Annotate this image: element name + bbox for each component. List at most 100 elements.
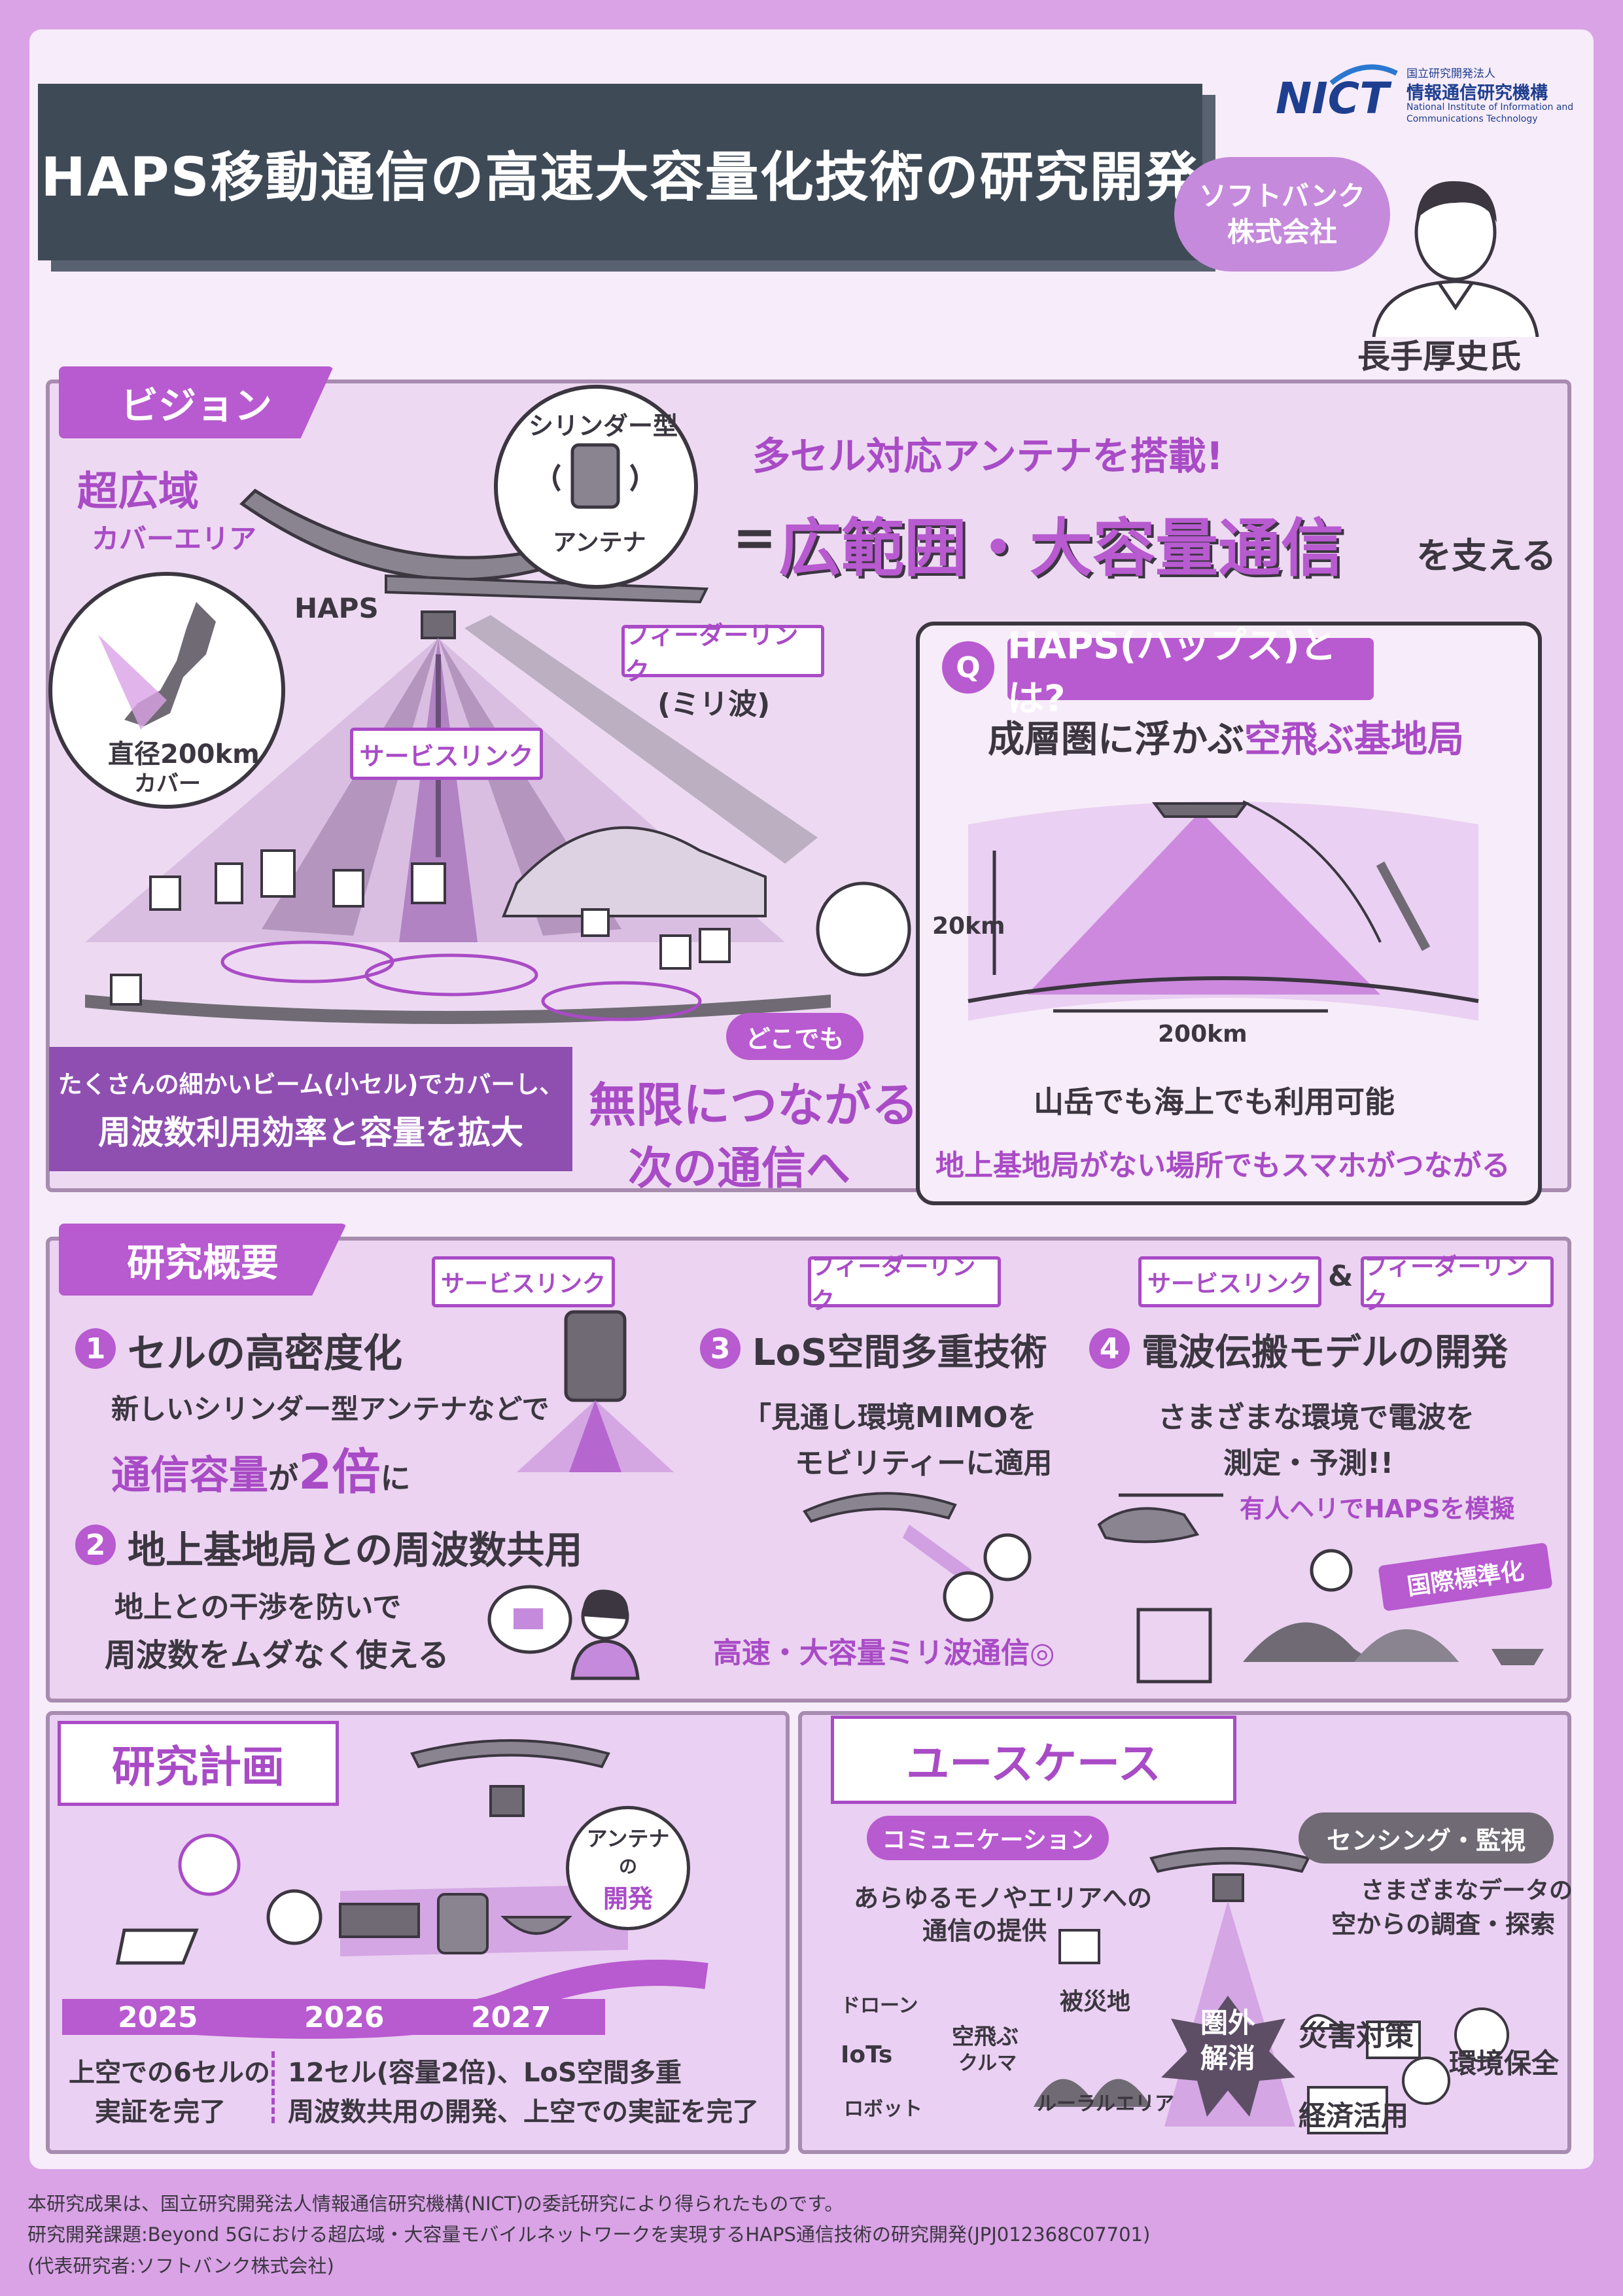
wide-capacity-text: 広範囲・大容量通信: [778, 512, 1344, 585]
plan-year-2025: 2025: [118, 2001, 198, 2034]
qa-smartphone: 地上基地局がない場所でもスマホがつながる: [935, 1149, 1510, 1182]
overview-service-tag-1: サービスリンク: [432, 1256, 615, 1307]
item-3-title: LoS空間多重技術: [752, 1332, 1047, 1374]
item-4-title: 電波伝搬モデルの開発: [1142, 1332, 1508, 1374]
propagation-illustration: [1097, 1493, 1544, 1684]
vision-tag-label: ビジョン: [120, 383, 272, 428]
uc-out-of-range-1: 圏外: [1200, 2007, 1256, 2039]
item-1-title: セルの高密度化: [128, 1331, 402, 1377]
item-1-capacity: 通信容量: [111, 1453, 268, 1498]
uc-out-of-range-2: 解消: [1200, 2042, 1256, 2074]
item-4-line2: 測定・予測!!: [1223, 1447, 1394, 1480]
overview-feeder-label-2: フィーダーリンク: [1364, 1254, 1529, 1315]
uc-flying-car-1: 空飛ぶ: [952, 2024, 1019, 2050]
comm-desc-1: あらゆるモノやエリアへの: [854, 1884, 1153, 1913]
plan-milestone-2-line2: 周波数共用の開発、上空での実証を完了: [288, 2097, 759, 2127]
uc-disaster-response: 災害対策: [1299, 2019, 1414, 2053]
antenna-dev-bubble: アンテナ の 開発: [566, 1806, 690, 1930]
antenna-label: アンテナ: [553, 529, 646, 556]
company-bubble: ソフトバンク 株式会社: [1174, 157, 1390, 272]
usecase-title: ユースケース: [906, 1738, 1161, 1789]
company-name: ソフトバンク 株式会社: [1198, 179, 1366, 248]
equals-sign: =: [733, 507, 777, 568]
comm-desc-2: 通信の提供: [922, 1916, 1047, 1945]
nict-org-en-1: National Institute of Information and: [1406, 102, 1574, 113]
feeder-wave: (ミリ波): [657, 688, 771, 721]
qa-title-tag: HAPS(ハップス)とは?: [1007, 625, 1374, 720]
item-1-line2: 通信容量が2倍に: [111, 1433, 411, 1503]
overview-amp: &: [1328, 1260, 1353, 1293]
nict-org-jp: 情報通信研究機構: [1406, 83, 1548, 103]
qa-altitude: 20km: [932, 913, 1005, 940]
plan-title: 研究計画: [112, 1742, 285, 1792]
qa-subtitle-em: 空飛ぶ基地局: [1244, 718, 1464, 761]
overview-tag: 研究概要: [59, 1224, 347, 1296]
service-link-label: サービスリンク: [359, 741, 534, 771]
qa-title: HAPS(ハップス)とは?: [1007, 624, 1336, 720]
footer-line3: (代表研究者:ソフトバンク株式会社): [27, 2255, 334, 2277]
qa-q-badge: Q: [942, 641, 994, 694]
plan-year-2027: 2027: [471, 2001, 551, 2034]
plan-milestone-1-line1: 上空での6セルの: [69, 2058, 270, 2088]
item-1-number: 1: [75, 1328, 116, 1369]
item-2-number: 2: [75, 1525, 116, 1565]
beam-description-line2: 周波数利用効率と容量を拡大: [98, 1114, 523, 1152]
plan-title-box: 研究計画: [58, 1721, 339, 1806]
nict-swoosh-icon: [1329, 64, 1398, 86]
overview-feeder-label-1: フィーダーリンク: [811, 1254, 976, 1315]
uc-disaster-area: 被災地: [1060, 1988, 1131, 2015]
item-4-line1: さまざまな環境で電波を: [1158, 1401, 1475, 1434]
infinite-line2: 次の通信へ: [628, 1143, 851, 1195]
haps-beam-illustration: [85, 488, 911, 1024]
feeder-link-label: フィーダーリンク: [625, 621, 799, 686]
sensing-desc-2: 空からの調査・探索: [1331, 1910, 1556, 1939]
beam-description-box: たくさんの細かいビーム(小セル)でカバーし、 周波数利用効率と容量を拡大: [49, 1047, 572, 1171]
coverage-diameter: 直径200km: [108, 739, 260, 769]
footer-line2: 研究開発課題:Beyond 5Gにおける超広域・大容量モバイルネットワークを実現…: [27, 2223, 1151, 2246]
item-2-number-label: 2: [85, 1528, 106, 1562]
item-2-title: 地上基地局との周波数共用: [128, 1528, 583, 1572]
item-1-double: 2倍: [298, 1444, 381, 1500]
item-1-number-label: 1: [85, 1332, 106, 1366]
item-1-line1: 新しいシリンダー型アンテナなどで: [111, 1393, 550, 1425]
plan-milestone-2-line1: 12セル(容量2倍)、LoS空間多重: [288, 2058, 682, 2088]
feeder-link-tag: フィーダーリンク: [621, 621, 824, 686]
los-mimo-icon: [803, 1492, 1032, 1622]
usecase-title-box: ユースケース: [831, 1716, 1236, 1804]
antenna-dev-line3: 開発: [602, 1884, 653, 1913]
infinite-line1: 無限につながる: [589, 1078, 919, 1133]
overview-service-tag-2: サービスリンク: [1138, 1256, 1321, 1307]
item-1-ni: に: [380, 1460, 411, 1496]
uc-flying-car-2: クルマ: [958, 2052, 1017, 2075]
japan-map-icon: [48, 572, 285, 809]
qa-q-label: Q: [956, 650, 981, 684]
service-link-tag: サービスリンク: [350, 728, 543, 780]
overview-feeder-tag-1: フィーダーリンク: [808, 1254, 1001, 1315]
nict-org-small: 国立研究開発法人: [1406, 67, 1495, 80]
person-portrait-icon: [1372, 181, 1539, 337]
person-name: 長手厚史氏: [1357, 338, 1521, 376]
qa-subtitle-pre: 成層圏に浮かぶ: [988, 718, 1244, 761]
antenna-dev-line2: の: [618, 1855, 637, 1877]
item-4-number: 4: [1089, 1328, 1130, 1369]
item-4-number-label: 4: [1099, 1332, 1120, 1366]
item-3-line2: モビリティーに適用: [795, 1447, 1053, 1480]
item-2-line1: 地上との干渉を防いで: [114, 1591, 402, 1624]
uc-rural: ルーラルエリア: [1037, 2093, 1174, 2115]
uc-drone: ドローン: [841, 1994, 918, 2017]
anywhere-label: どこでも: [745, 1024, 845, 1053]
sensing-tag-label: センシング・監視: [1326, 1826, 1526, 1855]
item-4-heli: 有人ヘリでHAPSを模擬: [1240, 1494, 1515, 1523]
uc-robot: ロボット: [844, 2098, 922, 2121]
item-3-number-label: 3: [710, 1332, 731, 1366]
beam-description-line1: たくさんの細かいビーム(小セル)でカバーし、: [58, 1070, 564, 1099]
vision-tag: ビジョン: [59, 366, 334, 438]
item-2-line2: 周波数をムダなく使える: [105, 1637, 449, 1674]
comm-tag: コミュニケーション: [867, 1816, 1109, 1860]
nict-org-en-2: Communications Technology: [1406, 114, 1538, 124]
overview-feeder-tag-2: フィーダーリンク: [1361, 1254, 1554, 1315]
overview-service-label-2: サービスリンク: [1147, 1271, 1312, 1298]
haps-altitude-diagram: [968, 800, 1479, 1021]
item-3-line1: 「見通し環境MIMOを: [742, 1401, 1037, 1434]
page-title: HAPS移動通信の高速大容量化技術の研究開発: [41, 146, 1200, 209]
